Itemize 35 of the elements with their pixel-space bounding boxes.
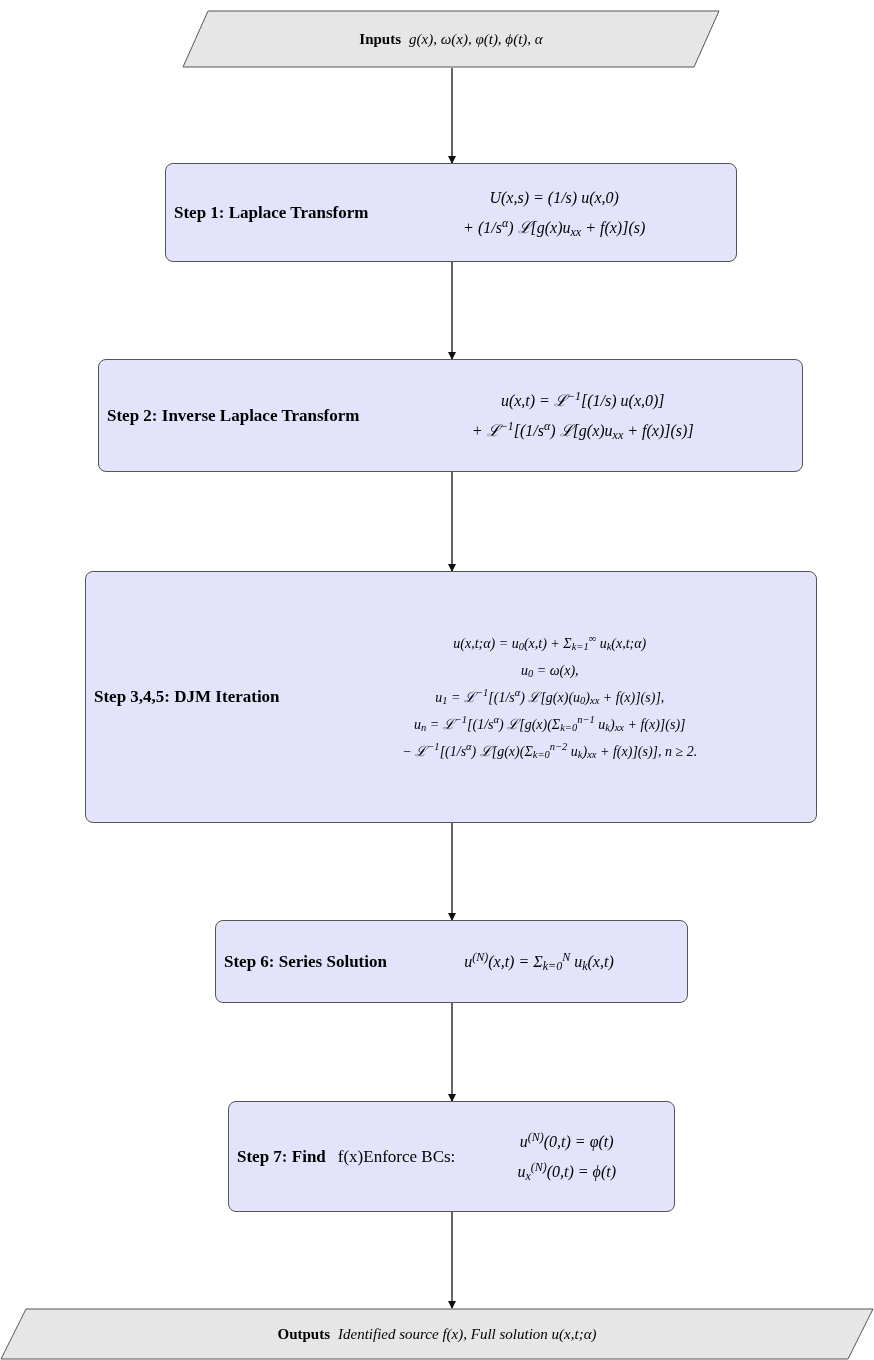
step-title: Step 6: Series Solution bbox=[224, 950, 387, 973]
process-box bbox=[85, 571, 817, 823]
formula: + (1/s$^{α}$) ℒ[g(x)u$_{xx}$ + f(x)](s) bbox=[463, 215, 646, 240]
formula: u$^{(N)}$(x,t) = Σ$_{k=0}$$^{N}$ u$_{k}$(x,t) bbox=[464, 949, 614, 974]
process-box bbox=[228, 1101, 675, 1212]
step-title: Step 3,4,5: DJM Iteration bbox=[94, 686, 280, 709]
formula: u$^{(N)}$(0,t) = φ(t) bbox=[519, 1129, 614, 1153]
formula: u$_{n}$ = ℒ$^{−1}$[(1/s$^{α}$) ℒ[g(x)(Σ$_{k=0}$$^{n−1}$ u$_{k}$)$_{xx}$ + f(x)](s)] bbox=[414, 713, 686, 735]
process-box bbox=[215, 920, 688, 1003]
step-title: Step 7: Find bbox=[237, 1145, 326, 1168]
io-parallelogram bbox=[0, 1308, 874, 1360]
formula: u$_{x}$$^{(N)}$(0,t) = ϕ(t) bbox=[517, 1159, 616, 1184]
step-title: Step 2: Inverse Laplace Transform bbox=[107, 404, 360, 427]
arrow bbox=[448, 471, 456, 572]
formula: − ℒ$^{−1}$[(1/s$^{α}$) ℒ[g(x)(Σ$_{k=0}$$^{n−2}$ u$_{k}$)$_{xx}$ + f(x)](s)], n ≥ 2. bbox=[402, 740, 698, 762]
formula: u$_{0}$ = ω(x), bbox=[520, 661, 579, 681]
io-parallelogram bbox=[182, 10, 720, 68]
formula: u$_{1}$ = ℒ$^{−1}$[(1/s$^{α}$) ℒ[g(x)(u$_{0}$)$_{xx}$ + f(x)](s)], bbox=[435, 686, 665, 708]
io-text: g(x), ω(x), φ(t), ϕ(t), α bbox=[409, 29, 543, 49]
arrow bbox=[448, 1211, 456, 1309]
process-box bbox=[165, 163, 737, 262]
arrow bbox=[448, 1002, 456, 1102]
arrow bbox=[448, 67, 456, 164]
io-text: Identified source f(x), Full solution u(x,t;α) bbox=[338, 1324, 597, 1344]
formula: u(x,t;α) = u$_{0}$(x,t) + Σ$_{k=1}$$^{∞}$ u$_{k}$(x,t;α) bbox=[453, 632, 647, 654]
step-title: Step 1: Laplace Transform bbox=[174, 201, 369, 224]
formula: u(x,t) = ℒ$^{−1}$[(1/s) u(x,0)] bbox=[500, 388, 665, 412]
formula: U(x,s) = (1/s) u(x,0) bbox=[489, 187, 619, 209]
formula: + ℒ$^{−1}$[(1/s$^{α}$) ℒ[g(x)u$_{xx}$ + f(x)](s)] bbox=[471, 418, 694, 443]
step-text: f(x)Enforce BCs: bbox=[337, 1145, 456, 1168]
io-title: Inputs bbox=[359, 29, 402, 49]
io-title: Outputs bbox=[277, 1324, 330, 1344]
arrow bbox=[448, 822, 456, 921]
process-box bbox=[98, 359, 803, 472]
arrow bbox=[448, 261, 456, 360]
